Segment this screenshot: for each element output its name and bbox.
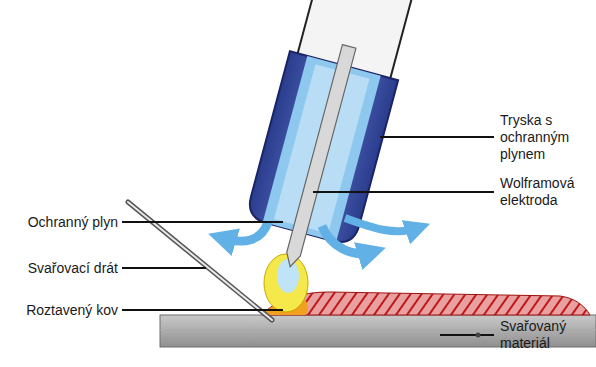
arc-glow: [264, 254, 308, 312]
leader-line: [122, 309, 283, 311]
gas-flow-arrow: [322, 226, 372, 254]
part-label: Ochranný plyn: [28, 214, 118, 231]
leader-line: [313, 191, 494, 193]
gas-flow-arrow: [222, 222, 268, 241]
tungsten-electrode: [283, 45, 356, 269]
part-label: Svařovací drát: [28, 260, 118, 277]
filler-wire-highlight: [128, 202, 272, 320]
filler-wire: [128, 202, 272, 320]
leader-line: [440, 334, 494, 336]
leader-line: [122, 267, 206, 269]
leader-line: [122, 221, 283, 223]
torch: [236, 0, 429, 281]
leader-line: [380, 136, 494, 138]
part-label: Svařovaný materiál: [500, 318, 588, 352]
part-label: Roztavený kov: [26, 302, 118, 319]
leader-lines: [122, 137, 494, 335]
weld-bead: [262, 292, 590, 315]
part-label: Wolframová elektroda: [500, 175, 588, 209]
leader-dot: [476, 333, 481, 338]
gas-flow-arrow: [345, 218, 418, 231]
part-label: Tryska s ochranným plynem: [500, 112, 588, 163]
arc-core: [277, 259, 299, 293]
